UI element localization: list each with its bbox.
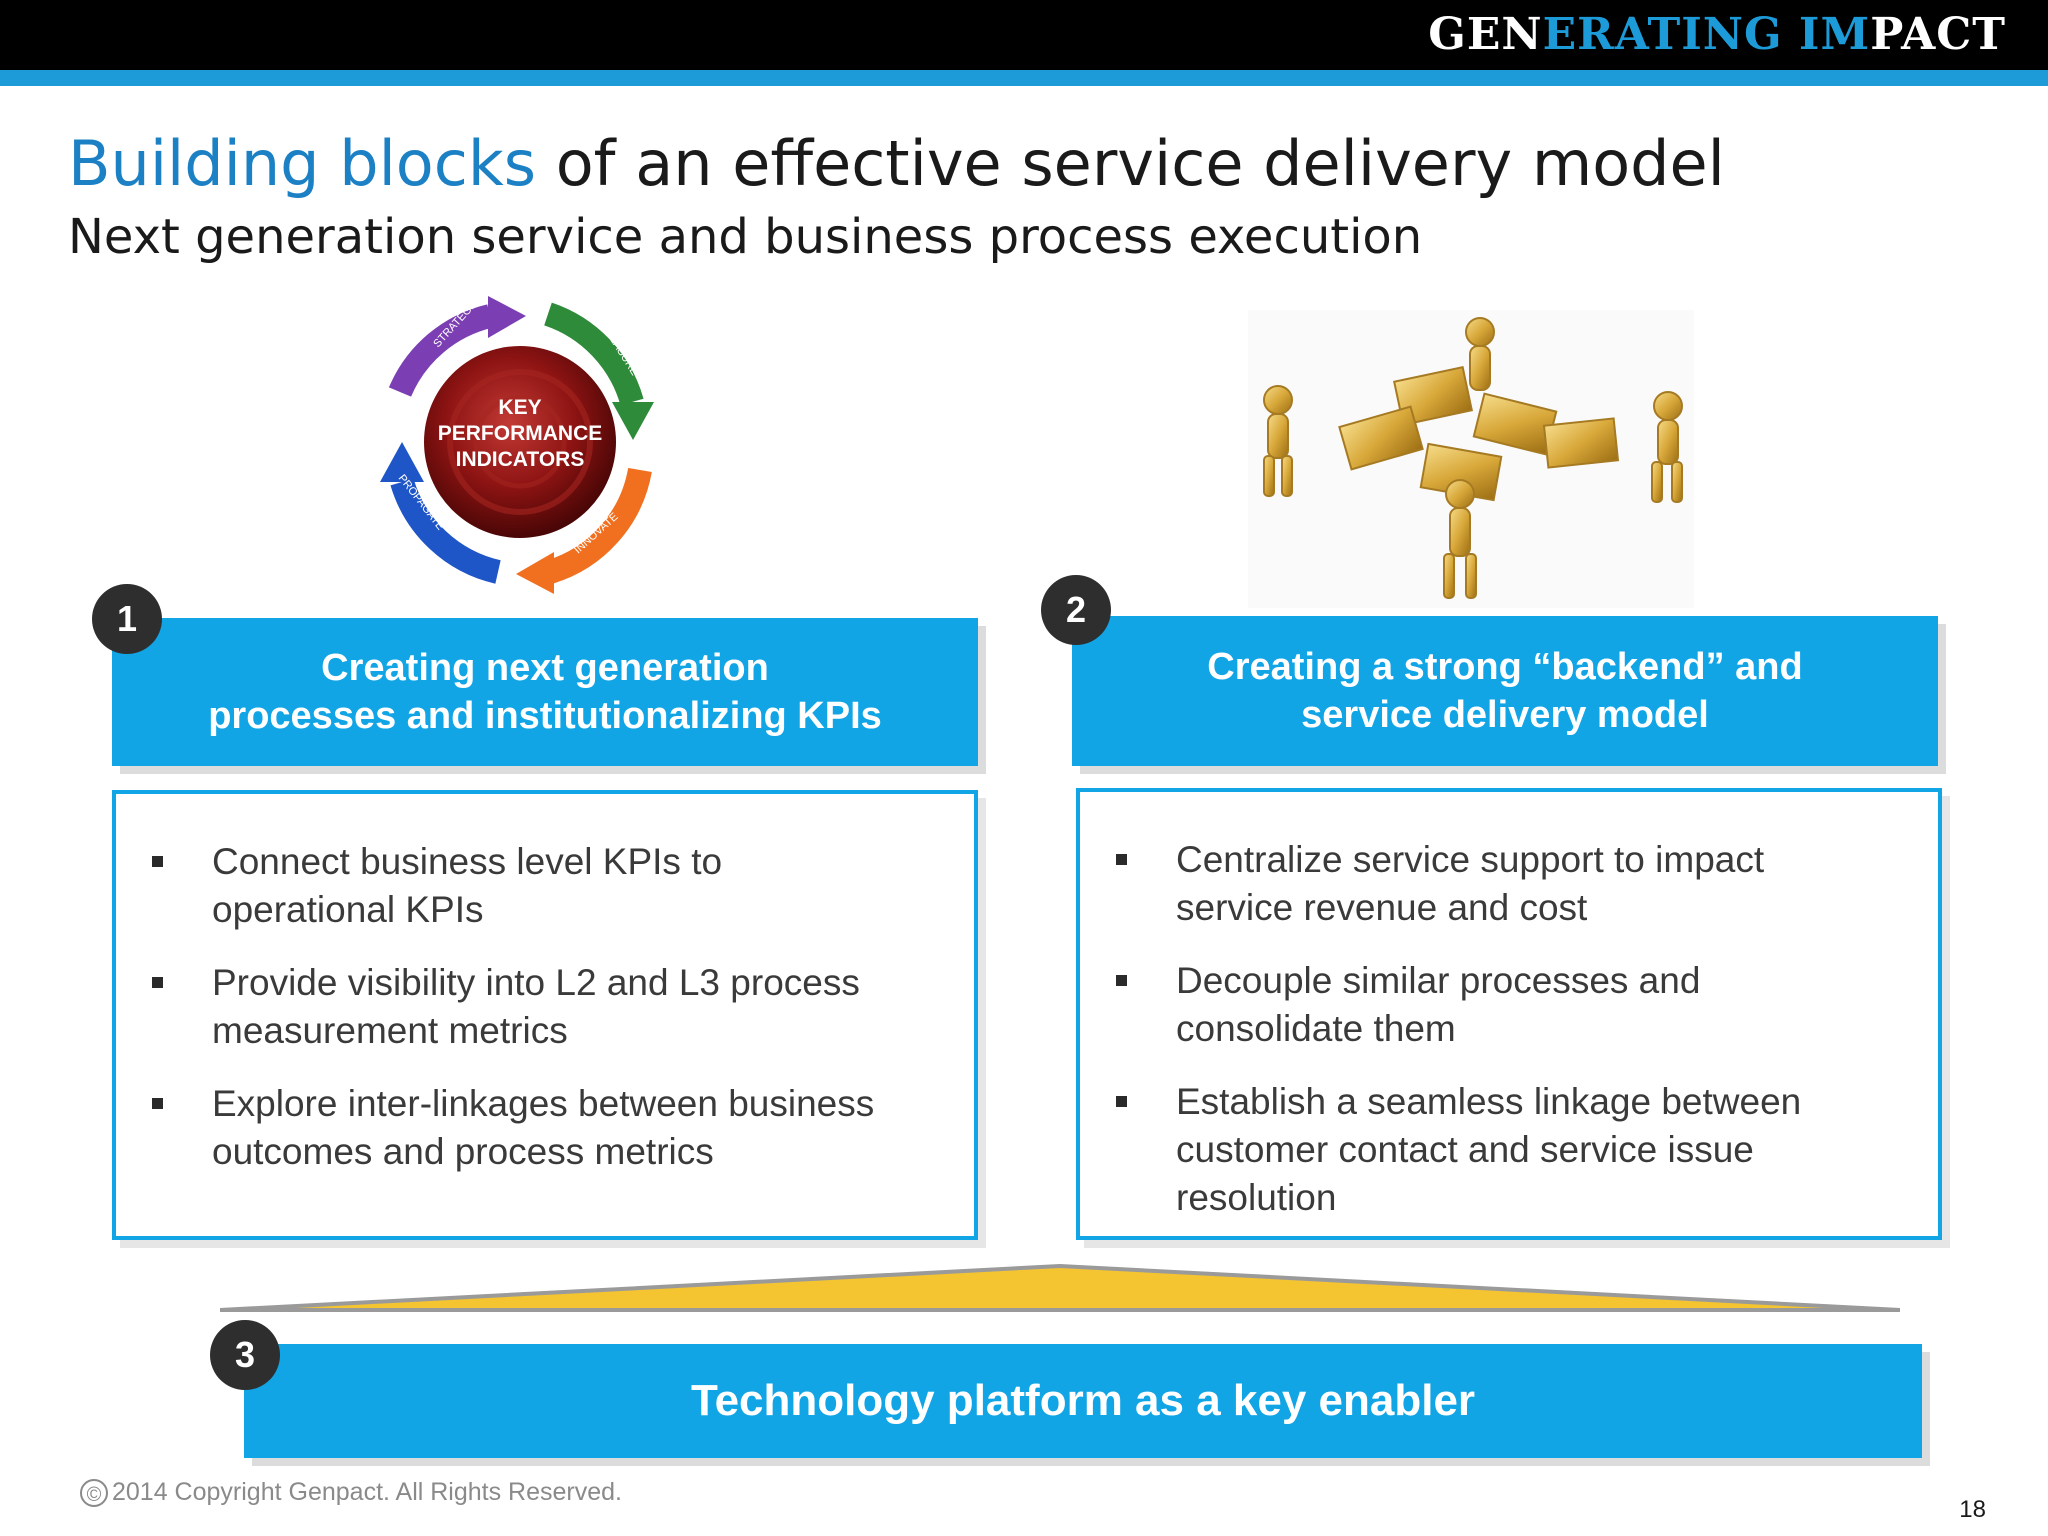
block-1-heading: Creating next generation processes and i… [112,618,978,766]
slide-subtitle: Next generation service and business pro… [68,209,1423,265]
bullet-marker [152,856,163,867]
bullet-line: Decouple similar processes and [1176,960,1701,1001]
innovate-arrow [546,467,652,584]
bullet-marker [152,1098,163,1109]
slide-title: Building blocks of an effective service … [68,126,1725,202]
list-item: Decouple similar processes and consolidat… [1100,957,1918,1053]
copyright-icon: © [80,1479,108,1508]
brand-part-3: PACT [1870,9,2006,60]
kpi-cycle-graphic: STRATEGIZE MEASURE INNOVATE PROPAGATE KE… [380,291,654,594]
bullet-line: customer contact and service issue [1176,1129,1754,1170]
bullet-marker [1116,1096,1127,1107]
top-bar: GENERATING IMPACT [0,0,2048,70]
bullet-marker [152,977,163,988]
block-1-heading-line-1: Creating next generation [321,647,769,689]
list-item: Connect business level KPIs to operationa… [136,838,954,934]
roof-shape [220,1263,1900,1312]
copyright-notice: ©2014 Copyright Genpact. All Rights Rese… [80,1478,622,1508]
bullet-line: Establish a seamless linkage between [1176,1081,1802,1122]
bullet-line: resolution [1176,1177,1337,1218]
block-2-number-badge: 2 [1041,575,1111,645]
measure-arrow [543,302,644,406]
bullet-line: operational KPIs [212,889,484,930]
bullet-line: Centralize service support to impact [1176,839,1765,880]
block-2-heading-line-1: Creating a strong “backend” and [1207,646,1803,688]
block-2-heading: Creating a strong “backend” and service … [1072,616,1938,766]
brand-part-2: ERATING IM [1542,9,1871,60]
list-item: Provide visibility into L2 and L3 proces… [136,959,954,1055]
bullet-line: service revenue and cost [1176,887,1588,928]
brand-logo: GENERATING IMPACT [1428,12,2006,58]
block-1-number-badge: 1 [92,584,162,654]
block-1-bullet-box: Connect business level KPIs to operationa… [112,790,978,1240]
block-2-heading-line-2: service delivery model [1301,694,1709,736]
block-1-heading-line-2: processes and institutionalizing KPIs [208,695,882,737]
propagate-arrow [390,478,501,584]
bullet-line: consolidate them [1176,1008,1456,1049]
top-accent-stripe [0,70,2048,86]
bullet-line: Provide visibility into L2 and L3 proces… [212,962,860,1003]
kpi-center-line-1: KEY [498,396,541,419]
page-number: 18 [1959,1496,1986,1523]
bullet-marker [1116,854,1127,865]
technology-enabler-bar: Technology platform as a key enabler [244,1344,1922,1458]
bullet-line: Explore inter-linkages between business [212,1083,875,1124]
kpi-center-line-3: INDICATORS [456,448,585,471]
list-item: Explore inter-linkages between business o… [136,1080,954,1176]
kpi-center-line-2: PERFORMANCE [438,422,603,445]
bullet-line: outcomes and process metrics [212,1131,714,1172]
list-item: Centralize service support to impact serv… [1100,836,1918,932]
strategize-arrow [388,304,494,397]
list-item: Establish a seamless linkage between cust… [1100,1078,1918,1222]
block-3-number-badge: 3 [210,1320,280,1390]
brand-part-1: GEN [1428,9,1543,60]
block-2-bullet-box: Centralize service support to impact serv… [1076,788,1942,1240]
bullet-line: Connect business level KPIs to [212,841,723,882]
team-puzzle-graphic [1248,310,1694,608]
bullet-line: measurement metrics [212,1010,568,1051]
title-rest: of an effective service delivery model [536,127,1725,200]
title-highlight: Building blocks [68,127,537,200]
block-2-bullet-list: Centralize service support to impact serv… [1100,836,1918,1222]
copyright-text: 2014 Copyright Genpact. All Rights Reser… [112,1478,622,1506]
block-1-bullet-list: Connect business level KPIs to operationa… [136,838,954,1176]
bullet-marker [1116,975,1127,986]
